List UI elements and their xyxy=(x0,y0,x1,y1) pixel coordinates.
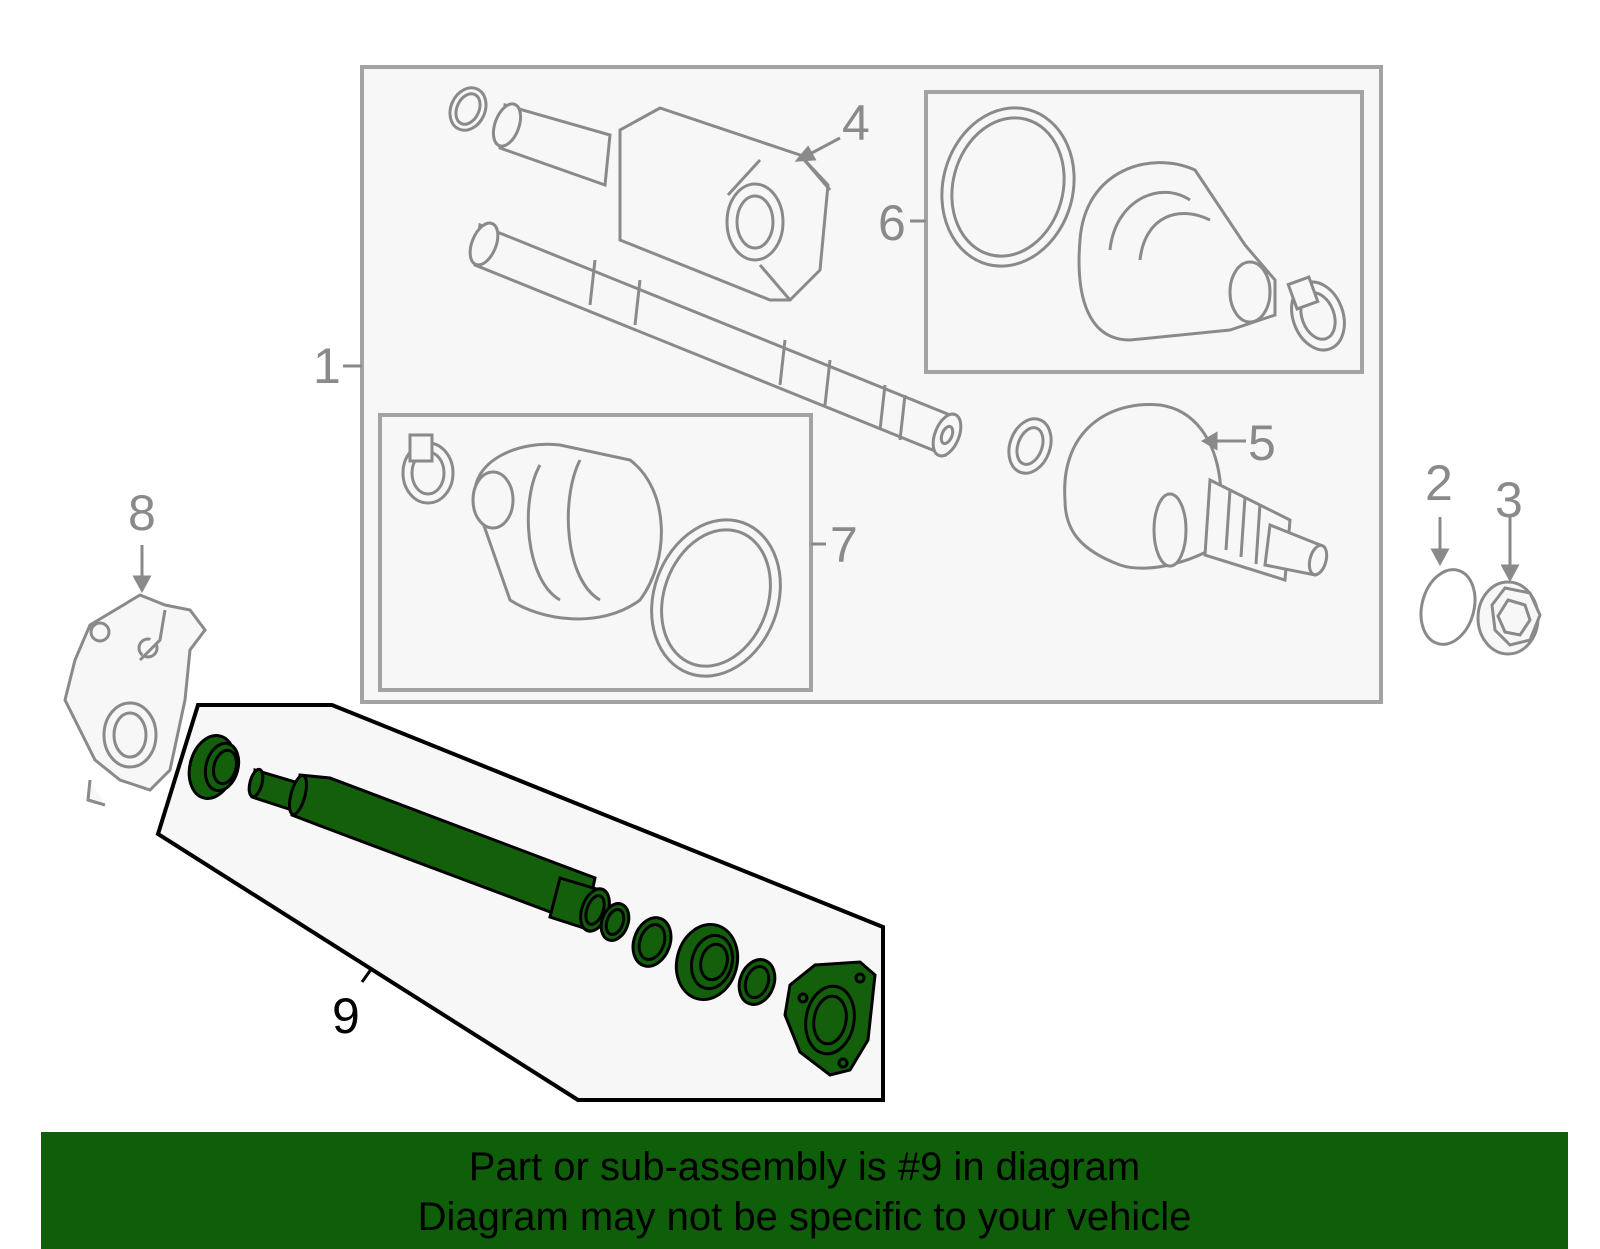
info-banner: Part or sub-assembly is #9 in diagram Di… xyxy=(41,1132,1568,1249)
callout-7: 7 xyxy=(830,517,858,573)
callout-1: 1 xyxy=(313,338,341,394)
callout-3: 3 xyxy=(1495,472,1523,528)
axle-nut-part-3 xyxy=(1476,580,1542,656)
boot-kit-part-6 xyxy=(940,106,1346,352)
callout-6: 6 xyxy=(878,195,906,251)
boot-kit-part-7 xyxy=(401,433,782,678)
knuckle-part-8 xyxy=(63,593,207,807)
callout-4: 4 xyxy=(842,95,870,151)
intermediate-shaft-part-9 xyxy=(187,734,877,1077)
part-9-group-outline xyxy=(155,703,885,1102)
inner-cv-joint-part-4 xyxy=(448,86,832,302)
leader-lines xyxy=(132,136,1520,594)
axle-shaft xyxy=(468,221,963,458)
leader-line-9 xyxy=(360,967,374,983)
callout-2: 2 xyxy=(1425,455,1453,511)
callout-8: 8 xyxy=(128,485,156,541)
banner-line-2: Diagram may not be specific to your vehi… xyxy=(417,1195,1192,1239)
outer-cv-joint-part-5 xyxy=(1007,402,1329,582)
banner-line-1: Part or sub-assembly is #9 in diagram xyxy=(468,1145,1141,1189)
callout-9: 9 xyxy=(332,988,360,1044)
o-ring-part-2 xyxy=(1419,568,1477,646)
callout-5: 5 xyxy=(1248,415,1276,471)
